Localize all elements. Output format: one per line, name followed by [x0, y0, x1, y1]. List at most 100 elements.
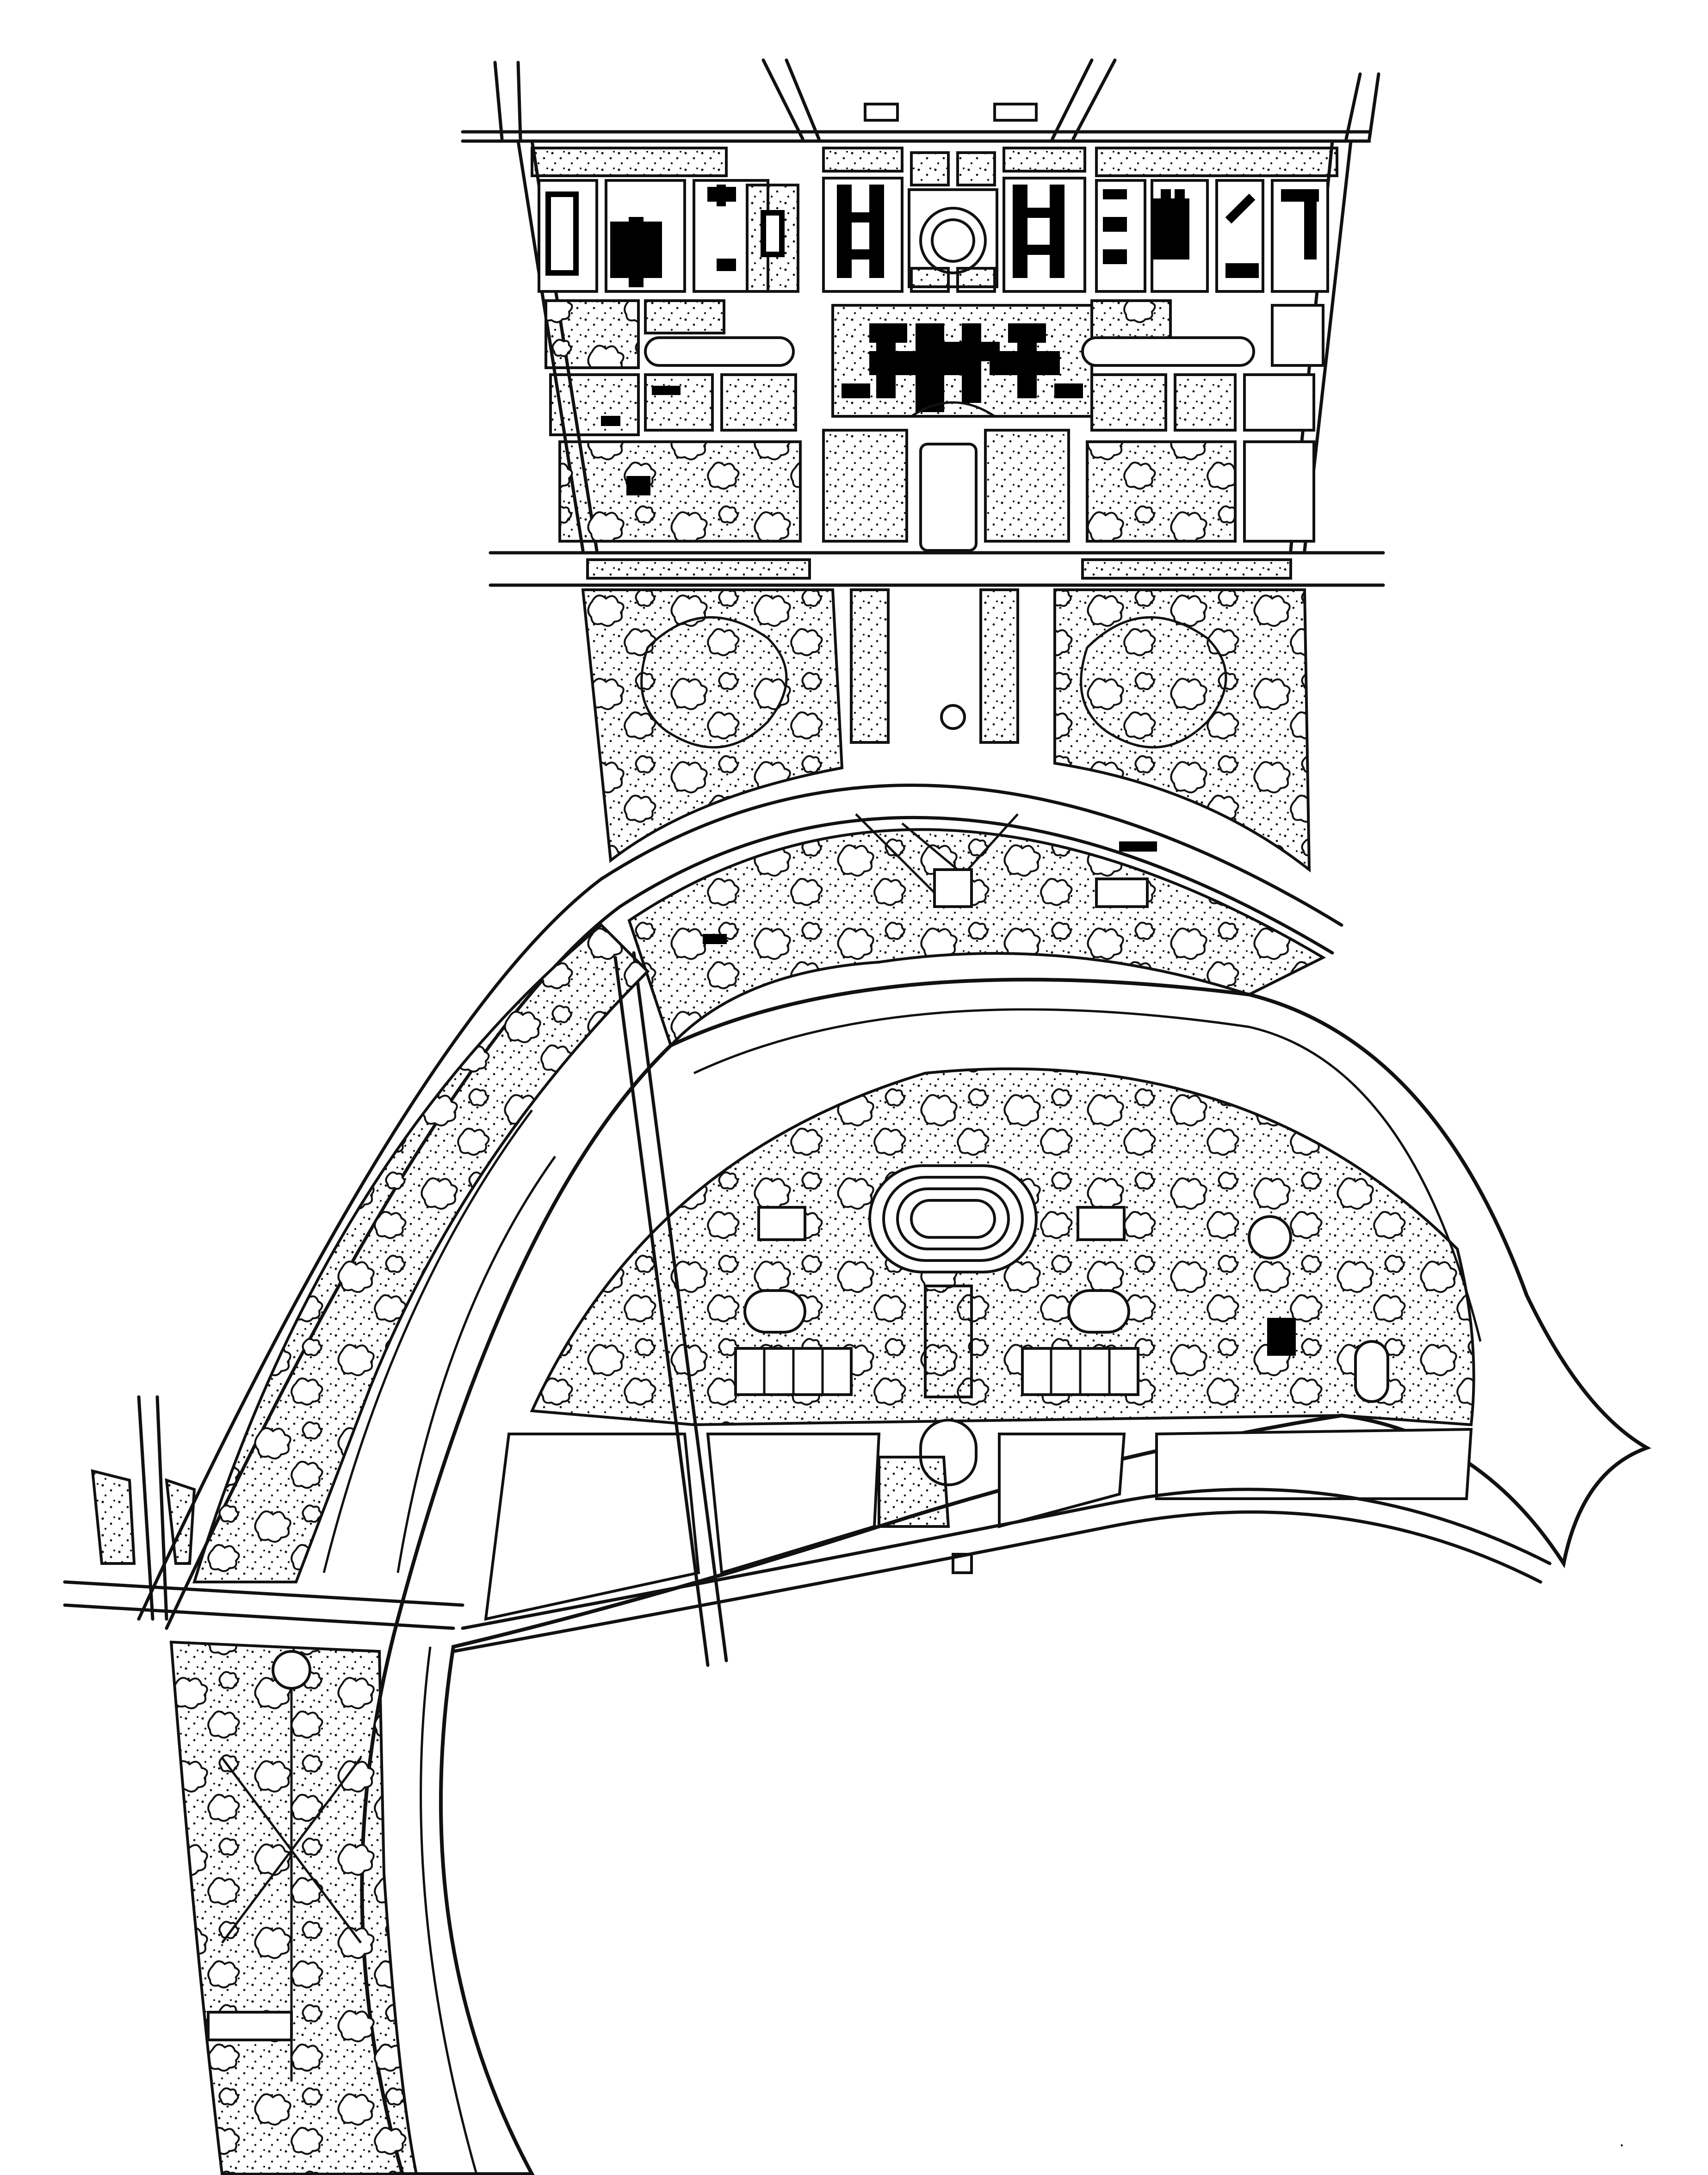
park-block — [207, 2011, 293, 2041]
park-block-west — [558, 440, 802, 543]
south-quay-road — [461, 1488, 1552, 1630]
arena-west — [757, 1206, 806, 1241]
river-bank-line — [420, 1646, 478, 2175]
stadium-field — [910, 1199, 996, 1239]
north-bank-park — [627, 828, 1326, 1048]
north-center-right-road — [1051, 58, 1117, 141]
main-building — [842, 323, 1083, 412]
block — [720, 373, 797, 432]
loop-road — [1081, 336, 1255, 367]
west-cross-avenue — [63, 1580, 464, 1630]
north-center-left-road — [761, 58, 821, 141]
plaza-ring — [931, 218, 975, 263]
pool-west — [743, 1289, 806, 1334]
riverfront-block — [1155, 1427, 1473, 1500]
block — [1095, 147, 1338, 177]
axis-garden — [979, 588, 1019, 744]
building — [1103, 189, 1127, 264]
building — [1281, 189, 1319, 260]
block — [1090, 373, 1167, 432]
south-west-park — [169, 1640, 418, 2175]
plaza-ring — [919, 207, 987, 274]
stadium — [868, 1164, 1038, 1273]
building — [837, 185, 884, 278]
riverfront-block — [998, 1433, 1126, 1528]
corner-mark: . — [1619, 2130, 1624, 2150]
building — [601, 386, 681, 426]
plaza — [91, 1469, 136, 1565]
block — [1174, 373, 1237, 432]
block — [822, 177, 904, 293]
block — [1271, 304, 1324, 367]
park-fountain — [272, 1650, 311, 1690]
west-north-road — [137, 1395, 168, 1621]
pool-east — [1067, 1289, 1130, 1334]
block — [956, 267, 996, 293]
park-east — [1053, 588, 1311, 873]
building — [1225, 193, 1259, 278]
block — [1003, 147, 1086, 173]
north-gate-right — [993, 103, 1038, 122]
block — [644, 299, 725, 334]
north-gate-left — [864, 103, 899, 122]
loop-road — [644, 336, 795, 367]
building — [703, 841, 1157, 944]
block — [910, 151, 950, 186]
sports-district — [530, 1067, 1475, 1427]
building — [761, 210, 785, 257]
building — [707, 185, 736, 271]
north-east-road — [1344, 72, 1380, 141]
block — [531, 147, 728, 177]
park-block-east — [1086, 440, 1237, 543]
north-west-road — [493, 61, 522, 141]
stadium-ring — [882, 1176, 1024, 1262]
arena-east — [1077, 1206, 1126, 1241]
central-park-belt — [581, 588, 1311, 873]
stadium-ring — [896, 1187, 1010, 1250]
court-lines — [763, 1348, 824, 1395]
court-lines — [1050, 1348, 1111, 1395]
plaza — [165, 1478, 196, 1565]
garden-pavilion — [933, 868, 973, 908]
avenue-median — [1081, 558, 1292, 580]
avenue-median — [586, 558, 811, 580]
reflecting-pool — [919, 443, 978, 552]
block — [1243, 373, 1315, 432]
pavilion — [1095, 877, 1149, 908]
block — [956, 151, 996, 186]
park-west — [581, 588, 844, 863]
park-loop-path — [1080, 616, 1227, 748]
block — [822, 147, 904, 173]
stadium-outer — [868, 1164, 1038, 1273]
axis-strip — [924, 1285, 973, 1398]
riverfront-block — [706, 1433, 881, 1575]
pool — [1354, 1340, 1389, 1403]
park-loop-path — [640, 616, 788, 748]
curved-boulevard-outer — [137, 784, 1343, 1621]
axis-fountain — [940, 704, 966, 730]
forecourt — [910, 401, 996, 418]
park-block — [545, 299, 640, 369]
building — [610, 217, 662, 287]
central-building-complex — [831, 304, 1093, 418]
east-west-avenue — [489, 551, 1385, 587]
south-quay-road — [452, 1510, 1542, 1653]
building — [1013, 185, 1064, 278]
central-axis — [919, 1285, 978, 1574]
diagonal-avenue — [613, 951, 728, 1667]
riverside-parkland — [192, 923, 650, 1583]
axis-garden — [822, 429, 908, 543]
block — [1243, 440, 1315, 543]
river-bank-line — [693, 1008, 1482, 1342]
north-edge-road — [461, 130, 1371, 143]
axis-garden — [850, 588, 890, 744]
north-bank-gardens — [703, 813, 1157, 944]
axis-garden — [984, 429, 1070, 543]
block — [644, 373, 714, 432]
block — [549, 373, 640, 436]
riverfront-garden — [878, 1456, 950, 1528]
block — [910, 267, 950, 293]
plaza-circle — [1248, 1215, 1292, 1260]
park-paths — [322, 1109, 557, 1573]
